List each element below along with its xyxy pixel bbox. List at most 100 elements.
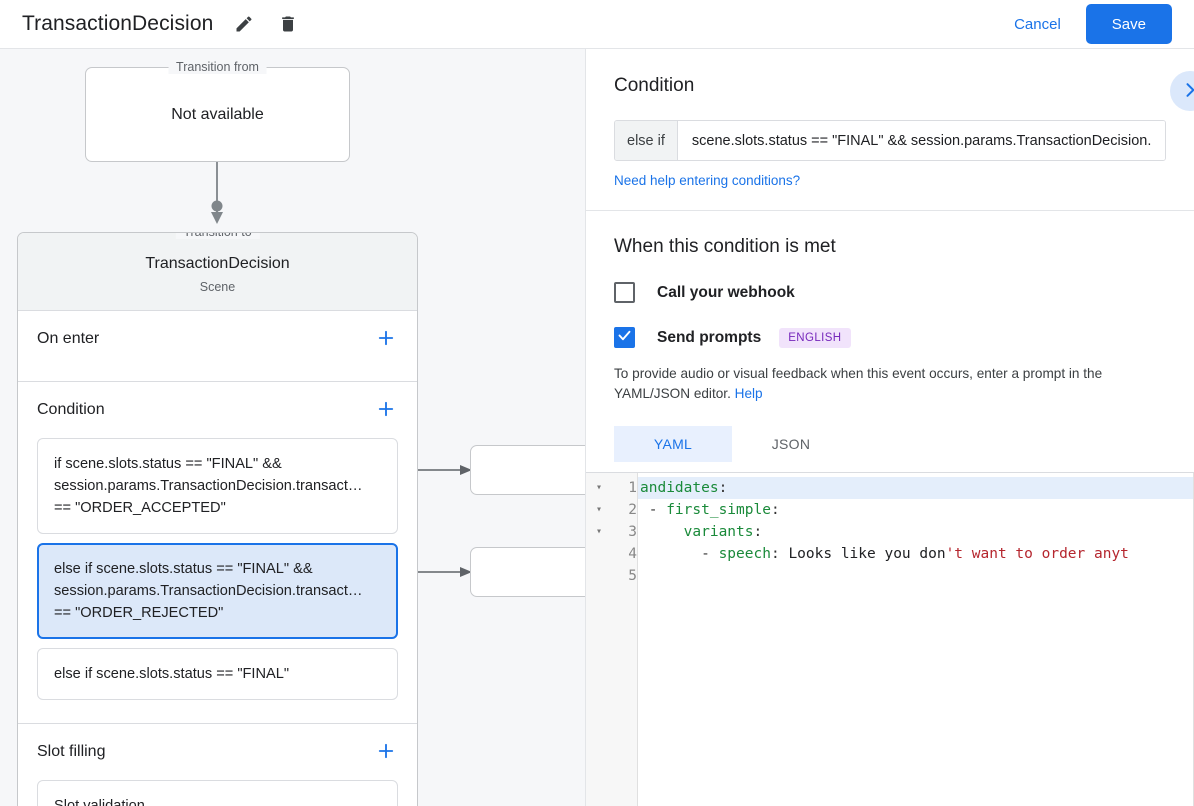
scene-section: On enter bbox=[18, 311, 417, 382]
code-token: andidates bbox=[640, 480, 719, 496]
fold-spacer bbox=[586, 565, 612, 587]
page-title: TransactionDecision bbox=[22, 12, 214, 35]
cancel-button[interactable]: Cancel bbox=[1002, 8, 1073, 41]
scene-section: Condition if scene.slots.status == "FINAL… bbox=[18, 382, 417, 724]
trash-icon bbox=[278, 14, 298, 34]
prompt-description: To provide audio or visual feedback when… bbox=[614, 364, 1166, 404]
code-token: - bbox=[640, 502, 667, 518]
code-token: speech bbox=[718, 546, 771, 562]
condition-item-line: else if scene.slots.status == "FINAL" && bbox=[54, 561, 313, 577]
add-item-button[interactable] bbox=[374, 327, 398, 351]
prompt-description-text: To provide audio or visual feedback when… bbox=[614, 366, 1103, 401]
condition-expression-input[interactable]: scene.slots.status == "FINAL" && session… bbox=[677, 121, 1165, 160]
code-line[interactable]: - speech: Looks like you don't want to o… bbox=[638, 543, 1194, 565]
details-panel: Condition else if scene.slots.status == … bbox=[585, 49, 1194, 806]
plus-icon bbox=[376, 328, 396, 351]
code-token: Looks like you don bbox=[788, 546, 946, 562]
send-prompts-checkbox[interactable] bbox=[614, 327, 635, 348]
target-node-1[interactable] bbox=[470, 445, 585, 495]
pencil-icon bbox=[234, 14, 254, 34]
condition-help-link[interactable]: Need help entering conditions? bbox=[614, 173, 801, 188]
code-line[interactable] bbox=[638, 565, 1194, 587]
prompt-help-link[interactable]: Help bbox=[734, 386, 763, 401]
editor-format-tabs[interactable]: YAML JSON bbox=[614, 426, 1166, 462]
scene-section-header: Slot filling bbox=[37, 724, 398, 780]
call-webhook-checkbox[interactable] bbox=[614, 282, 635, 303]
transition-from-value: Not available bbox=[171, 105, 264, 123]
add-item-button[interactable] bbox=[374, 740, 398, 764]
transition-arrow bbox=[211, 156, 223, 224]
code-token: first_simple bbox=[666, 502, 771, 518]
fold-toggle-icon[interactable]: ▾ bbox=[595, 526, 603, 537]
transition-from-legend: Transition from bbox=[168, 60, 267, 74]
code-token: : bbox=[718, 480, 728, 496]
flow-canvas[interactable]: Transition from Not available Transition… bbox=[0, 49, 585, 806]
app-header: TransactionDecision Cancel Save bbox=[0, 0, 1194, 49]
code-token: - bbox=[640, 546, 719, 562]
condition-item-line: session.params.TransactionDecision.trans… bbox=[54, 478, 363, 494]
condition-input-row[interactable]: else if scene.slots.status == "FINAL" &&… bbox=[614, 120, 1166, 161]
condition-item-line: == "ORDER_ACCEPTED" bbox=[54, 500, 226, 516]
chevron-right-icon bbox=[1180, 80, 1194, 103]
line-number: 4 bbox=[628, 546, 637, 562]
code-token: 't want to order anyt bbox=[945, 546, 1129, 562]
plus-icon bbox=[376, 399, 396, 422]
language-badge: ENGLISH bbox=[779, 327, 851, 348]
condition-section: Condition else if scene.slots.status == … bbox=[586, 49, 1194, 210]
add-item-button[interactable] bbox=[374, 398, 398, 422]
condition-item-card[interactable]: else if scene.slots.status == "FINAL" bbox=[37, 648, 398, 700]
transition-to-card: Transition to TransactionDecision Scene … bbox=[17, 232, 418, 806]
scene-header[interactable]: TransactionDecision Scene bbox=[18, 233, 417, 311]
line-number: 1 bbox=[628, 480, 637, 496]
condition-heading: Condition bbox=[614, 75, 695, 96]
line-number: 2 bbox=[628, 502, 637, 518]
condition-item-card[interactable]: else if scene.slots.status == "FINAL" &&… bbox=[37, 543, 398, 639]
condition-item-card[interactable]: Slot validation bbox=[37, 780, 398, 806]
send-prompts-label: Send prompts bbox=[657, 328, 762, 346]
target-node-2[interactable] bbox=[470, 547, 585, 597]
condition-item-line: if scene.slots.status == "FINAL" && bbox=[54, 456, 282, 472]
code-token: variants bbox=[683, 524, 754, 540]
plus-icon bbox=[376, 741, 396, 764]
condition-item-line: else if scene.slots.status == "FINAL" bbox=[54, 666, 290, 682]
edit-name-button[interactable] bbox=[231, 11, 257, 37]
scene-section-title: Slot filling bbox=[37, 743, 106, 760]
delete-button[interactable] bbox=[275, 11, 301, 37]
when-condition-met-section: When this condition is met Call your web… bbox=[586, 211, 1194, 806]
call-webhook-label: Call your webhook bbox=[657, 283, 795, 301]
code-token bbox=[640, 524, 684, 540]
scene-section-title: On enter bbox=[37, 330, 100, 347]
condition-item-line: Slot validation bbox=[54, 798, 145, 806]
code-token: : bbox=[753, 524, 763, 540]
condition-prefix: else if bbox=[615, 121, 678, 160]
tab-yaml[interactable]: YAML bbox=[614, 426, 732, 462]
scene-type: Scene bbox=[199, 280, 236, 294]
save-button[interactable]: Save bbox=[1085, 4, 1172, 44]
editor-fold-gutter[interactable]: ▾ ▾ ▾ bbox=[586, 473, 612, 806]
transition-from-card[interactable]: Transition from Not available bbox=[85, 60, 350, 162]
webhook-row[interactable]: Call your webhook bbox=[614, 282, 1166, 303]
scene-section-title: Condition bbox=[37, 401, 105, 418]
fold-spacer bbox=[586, 543, 612, 565]
code-line[interactable]: variants: bbox=[638, 521, 1194, 543]
scene-section-header: On enter bbox=[37, 311, 398, 367]
expand-panel-button[interactable] bbox=[1170, 71, 1194, 111]
code-line[interactable]: - first_simple: bbox=[638, 499, 1194, 521]
fold-toggle-icon[interactable]: ▾ bbox=[595, 504, 603, 515]
line-number: 3 bbox=[628, 524, 637, 540]
transition-to-legend: Transition to bbox=[175, 233, 260, 239]
when-met-heading: When this condition is met bbox=[614, 236, 836, 257]
editor-code-area[interactable]: andidates: - first_simple: variants: - s… bbox=[638, 473, 1194, 806]
panel-divider bbox=[586, 210, 1194, 211]
condition-item-line: session.params.TransactionDecision.trans… bbox=[54, 583, 363, 599]
fold-toggle-icon[interactable]: ▾ bbox=[595, 482, 603, 493]
tab-json[interactable]: JSON bbox=[771, 436, 811, 452]
condition-item-card[interactable]: if scene.slots.status == "FINAL" && sessi… bbox=[37, 438, 398, 534]
code-line[interactable]: andidates: bbox=[638, 477, 1194, 499]
send-prompts-row[interactable]: Send prompts ENGLISH bbox=[614, 327, 1166, 348]
scene-section-header: Condition bbox=[37, 382, 398, 438]
scene-name: TransactionDecision bbox=[145, 255, 290, 272]
